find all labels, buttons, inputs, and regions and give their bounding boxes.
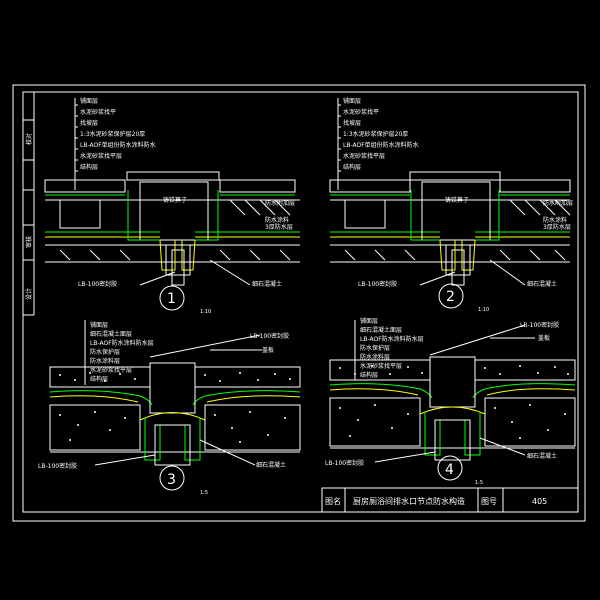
d4-layer-5: 水泥砂浆找平层 <box>360 362 402 370</box>
d1-layer-1: 水泥砂浆找平 <box>80 108 116 116</box>
d3-layer-3: 防水保护层 <box>90 348 120 356</box>
d1-layer-2: 找坡层 <box>80 119 98 127</box>
side-label-review: 审核 <box>25 236 33 248</box>
d1-number-circle <box>159 285 185 311</box>
d4-callout-right: 盖板 <box>538 334 550 342</box>
detail-3: 铺面层 细石混凝土面层 LB-AOF防水涂料防水层 防水保护层 防水涂料层 水泥… <box>38 320 301 496</box>
d2-layer-6: 结构层 <box>343 163 361 171</box>
d2-layer-2: 找坡层 <box>343 119 361 127</box>
title-number-label: 图号 <box>481 497 497 506</box>
title-block: 图名 厨房厕浴间排水口节点防水构造 图号 405 <box>321 487 579 513</box>
d4-callout-pipe: LB-100密封胶 <box>325 459 364 467</box>
d4-number: 4 <box>445 462 454 478</box>
d3-callout-pipe: LB-100密封胶 <box>38 462 77 470</box>
d4-scale: 1:5 <box>475 480 483 486</box>
d3-callout-right: 盖板 <box>262 346 274 354</box>
d2-number: 2 <box>446 289 455 305</box>
d3-scale: 1:5 <box>200 490 208 496</box>
d4-section <box>329 356 576 461</box>
d1-layer-0: 铺面层 <box>80 97 98 105</box>
d1-number: 1 <box>167 291 176 307</box>
d3-callout-top: LB-100密封胶 <box>250 332 289 340</box>
d2-callout-bottom: 细石混凝土 <box>527 280 557 288</box>
d2-layer-0: 铺面层 <box>343 97 361 105</box>
side-label-design: 设计 <box>25 288 33 300</box>
d3-callout-bottom: 细石混凝土 <box>256 461 286 469</box>
d2-callout-right-3: 3厚防水层 <box>543 223 571 231</box>
d1-layer-5: 水泥砂浆找平层 <box>80 152 122 160</box>
d1-callout-bottom: 细石混凝土 <box>252 280 282 288</box>
d3-layer-5: 水泥砂浆找平层 <box>90 366 132 374</box>
d3-number: 3 <box>167 472 176 488</box>
d1-callout-right-3: 3厚防水层 <box>265 223 293 231</box>
d3-layer-4: 防水涂料层 <box>90 357 120 365</box>
d2-layer-1: 水泥砂浆找平 <box>343 108 379 116</box>
d3-layer-2: LB-AOF防水涂料防水层 <box>90 339 154 347</box>
d2-number-circle <box>438 283 464 309</box>
d1-callout-pipe: LB-100密封胶 <box>78 280 117 288</box>
detail-4: 铺面层 细石混凝土面层 LB-AOF防水涂料防水层 防水保护层 防水涂料层 水泥… <box>325 317 576 486</box>
d4-callout-top: LB-100密封胶 <box>520 321 559 329</box>
title-name-label: 图名 <box>325 496 341 506</box>
d1-layer-6: 结构层 <box>80 163 98 171</box>
d3-layer-1: 细石混凝土面层 <box>90 330 132 338</box>
d2-callout-center: 铸铁箅子 <box>445 196 469 204</box>
d4-layer-1: 细石混凝土面层 <box>360 326 402 334</box>
d3-section <box>49 362 301 466</box>
d4-layer-6: 结构层 <box>360 371 378 379</box>
title-number-value: 405 <box>532 497 547 506</box>
d2-drain <box>409 171 501 286</box>
d2-callout-pipe: LB-100密封胶 <box>358 280 397 288</box>
d3-layer-0: 铺面层 <box>90 321 108 329</box>
d2-callout-right-1: 防水附加层 <box>543 199 573 207</box>
inner-border <box>22 91 579 513</box>
d4-layer-4: 防水涂料层 <box>360 353 390 361</box>
d1-scale: 1:10 <box>200 309 211 315</box>
d1-layer-3: 1:3水泥砂浆保护层20厚 <box>80 130 145 138</box>
side-column: 校对 审核 设计 <box>23 92 35 316</box>
d2-scale: 1:10 <box>478 307 489 313</box>
d1-layer-4: LB-AOF单组份防水涂料防水 <box>80 141 156 149</box>
side-label-check: 校对 <box>25 133 33 145</box>
d1-callout-right-1: 防水附加层 <box>265 199 295 207</box>
detail-1: 铺面层 水泥砂浆找平 找坡层 1:3水泥砂浆保护层20厚 LB-AOF单组份防水… <box>44 97 300 315</box>
d2-layer-4: LB-AOF单组份防水涂料防水 <box>343 141 419 149</box>
d4-layer-2: LB-AOF防水涂料防水层 <box>360 335 424 343</box>
d3-layer-6: 结构层 <box>90 375 108 383</box>
d1-callout-right-2: 防水涂料 <box>265 216 289 224</box>
d3-number-circle <box>159 465 185 491</box>
d2-layer-5: 水泥砂浆找平层 <box>343 152 385 160</box>
d4-layer-3: 防水保护层 <box>360 344 390 352</box>
detail-2: 铺面层 水泥砂浆找平 找坡层 1:3水泥砂浆保护层20厚 LB-AOF单组份防水… <box>329 97 573 313</box>
d4-number-circle <box>437 455 463 481</box>
d4-callout-bottom: 细石混凝土 <box>527 452 557 460</box>
d2-callout-right-2: 防水涂料 <box>543 216 567 224</box>
d1-drain <box>126 171 220 286</box>
outer-border <box>12 84 586 522</box>
d1-callout-center: 铸铁箅子 <box>163 196 187 204</box>
title-name-value: 厨房厕浴间排水口节点防水构造 <box>353 496 465 506</box>
d4-layer-0: 铺面层 <box>360 317 378 325</box>
d2-layer-3: 1:3水泥砂浆保护层20厚 <box>343 130 408 138</box>
